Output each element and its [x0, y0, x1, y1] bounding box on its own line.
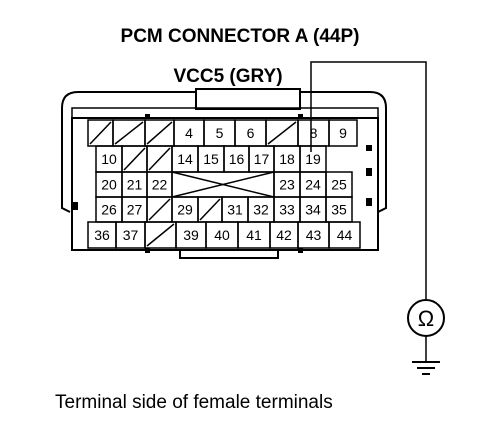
terminal-number: 23	[279, 177, 295, 193]
terminal-number: 16	[229, 151, 245, 167]
terminal-number: 40	[214, 227, 230, 243]
unused-terminal-hatch	[123, 147, 146, 171]
terminal-number: 24	[305, 177, 321, 193]
unused-terminal-hatch	[199, 198, 221, 221]
unused-terminal-hatch	[267, 121, 297, 145]
terminal-number: 44	[337, 227, 353, 243]
terminal-number: 36	[94, 227, 110, 243]
terminal-number: 14	[177, 151, 193, 167]
terminal-number: 21	[127, 177, 143, 193]
terminal-number: 10	[101, 151, 117, 167]
terminal-number: 17	[254, 151, 270, 167]
terminal-number: 25	[331, 177, 347, 193]
diagram-title: PCM CONNECTOR A (44P)	[121, 26, 360, 47]
terminal-number: 15	[203, 151, 219, 167]
terminal-number: 26	[101, 202, 117, 218]
housing-marks	[73, 114, 372, 253]
terminal-number: 29	[177, 202, 193, 218]
terminal-number: 34	[305, 202, 321, 218]
terminal-number: 37	[123, 227, 139, 243]
connector-housing	[61, 88, 387, 259]
terminal-number: 43	[306, 227, 322, 243]
terminal-number: 33	[279, 202, 295, 218]
unused-terminal-hatch	[148, 198, 171, 221]
terminal-grid: 4 5 6 8 9 10 14 15 16 17 18 19 20 21 22 23 24 25 26 27 29 31 3…	[87, 119, 361, 249]
wire-label: VCC5 (GRY)	[173, 66, 282, 87]
terminal-number: 42	[276, 227, 292, 243]
ohm-symbol: Ω	[418, 306, 434, 331]
terminal-number: 18	[279, 151, 295, 167]
terminal-number: 27	[127, 202, 143, 218]
terminal-number: 9	[339, 125, 347, 141]
unused-terminal-hatch	[89, 121, 112, 145]
terminal-number: 41	[246, 227, 262, 243]
terminal-number: 35	[331, 202, 347, 218]
terminal-number: 32	[253, 202, 269, 218]
terminal-number: 6	[247, 125, 255, 141]
terminal-cell	[328, 221, 361, 249]
terminal-number: 31	[227, 202, 243, 218]
diagram-caption: Terminal side of female terminals	[55, 392, 333, 413]
terminal-number: 22	[152, 177, 168, 193]
terminal-number: 20	[101, 177, 117, 193]
unused-terminal-hatch	[114, 121, 144, 145]
blocked-cell-cross	[171, 171, 275, 198]
ohmmeter-icon: Ω	[407, 299, 445, 337]
probe-wire	[310, 61, 427, 362]
unused-terminal-hatch	[148, 147, 171, 171]
unused-terminal-hatch	[146, 121, 173, 145]
terminal-number: 4	[185, 125, 193, 141]
terminal-number: 8	[310, 125, 318, 141]
terminal-number: 5	[216, 125, 224, 141]
unused-terminal-hatch	[146, 223, 175, 247]
terminal-number: 19	[305, 151, 321, 167]
terminal-cell	[328, 119, 358, 147]
ground-icon	[412, 361, 440, 375]
terminal-number: 39	[183, 227, 199, 243]
